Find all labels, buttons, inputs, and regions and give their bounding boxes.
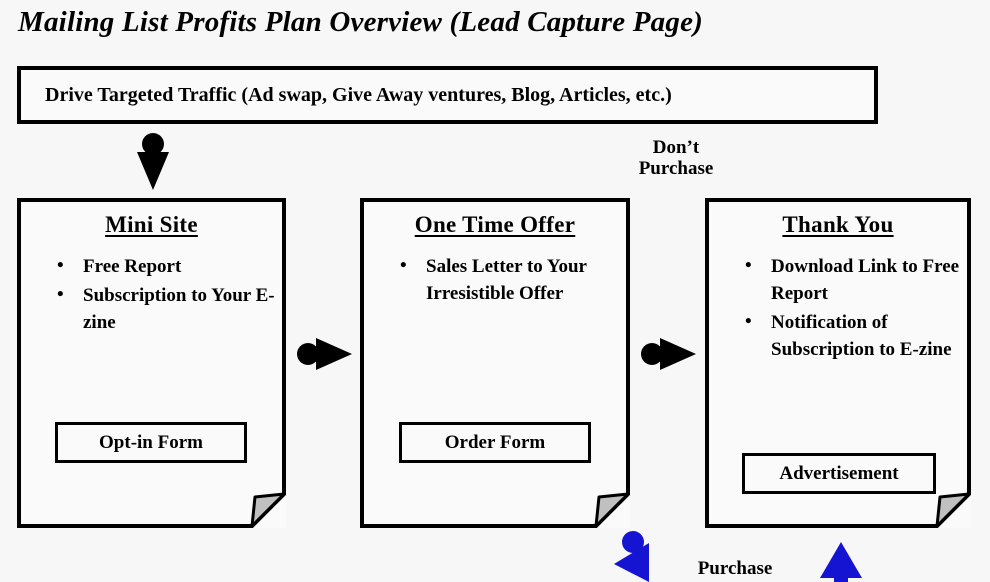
page-title: Mailing List Profits Plan Overview (Lead… [18, 6, 703, 38]
thank-you-title: Thank You [782, 212, 894, 237]
list-item: Sales Letter to Your Irresistible Offer [400, 253, 620, 308]
opt-in-form-button[interactable]: Opt-in Form [55, 422, 247, 463]
traffic-banner-label: Drive Targeted Traffic (Ad swap, Give Aw… [45, 83, 672, 106]
mini-site-box: Mini Site Free Report Subscription to Yo… [17, 198, 286, 528]
purchase-label: Purchase [697, 558, 773, 579]
one-time-offer-title: One Time Offer [414, 212, 576, 237]
advertisement-button[interactable]: Advertisement [742, 453, 936, 494]
arrow-up-icon [818, 540, 864, 582]
dont-purchase-label: Don’t Purchase [638, 137, 714, 180]
list-item: Notification of Subscription to E-zine [745, 309, 961, 364]
one-time-offer-bullets: Sales Letter to Your Irresistible Offer [370, 253, 620, 308]
order-form-button[interactable]: Order Form [399, 422, 591, 463]
arrow-right-icon [640, 334, 698, 374]
list-item: Download Link to Free Report [745, 253, 961, 308]
list-item: Free Report [57, 253, 276, 281]
arrow-down-left-icon [608, 530, 664, 582]
mini-site-bullets: Free Report Subscription to Your E-zine [27, 253, 276, 337]
traffic-banner-box: Drive Targeted Traffic (Ad swap, Give Aw… [17, 66, 878, 124]
thank-you-box: Thank You Download Link to Free Report N… [705, 198, 971, 528]
mini-site-title: Mini Site [105, 212, 198, 237]
thank-you-bullets: Download Link to Free Report Notificatio… [715, 253, 961, 364]
list-item: Subscription to Your E-zine [57, 282, 276, 337]
one-time-offer-box: One Time Offer Sales Letter to Your Irre… [360, 198, 630, 528]
arrow-right-icon [296, 334, 354, 374]
arrow-down-icon [133, 132, 173, 192]
